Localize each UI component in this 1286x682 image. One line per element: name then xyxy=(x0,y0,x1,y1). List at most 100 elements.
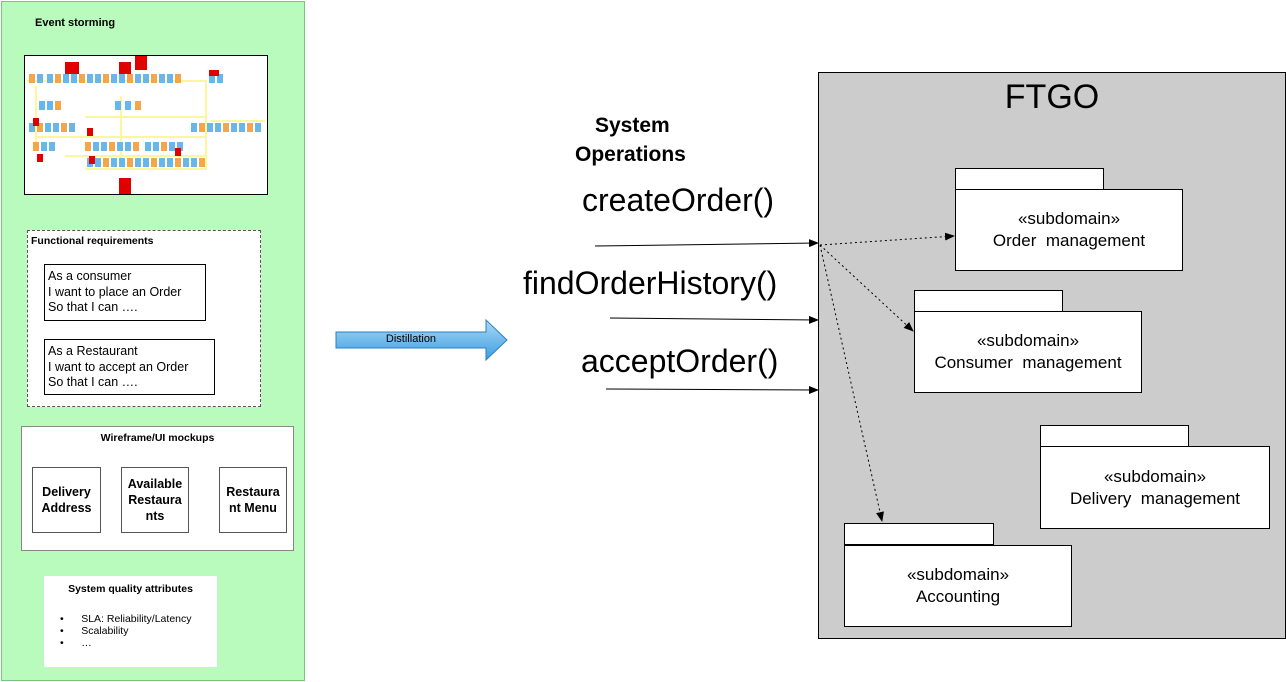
hotspot-sticky xyxy=(175,148,181,156)
event-sticky xyxy=(191,158,197,167)
hotspot-sticky xyxy=(89,156,95,164)
event-sticky xyxy=(55,101,61,110)
quality-attributes-box xyxy=(44,576,217,667)
subdomain-stereotype: «subdomain» xyxy=(1103,466,1207,486)
event-sticky xyxy=(247,123,253,132)
event-storming-board xyxy=(24,55,268,195)
event-sticky xyxy=(151,158,157,167)
event-sticky xyxy=(41,142,47,151)
flow-line xyxy=(35,86,37,146)
event-sticky xyxy=(119,158,125,167)
event-sticky xyxy=(255,123,261,132)
event-sticky xyxy=(37,123,43,132)
event-sticky xyxy=(109,142,115,151)
event-storming-stickies xyxy=(27,56,265,194)
story-line: So that I can …. xyxy=(48,375,138,389)
event-sticky xyxy=(87,74,93,83)
hotspot-sticky xyxy=(37,154,43,162)
event-sticky xyxy=(49,142,55,151)
event-sticky xyxy=(135,158,141,167)
event-sticky xyxy=(151,74,157,83)
mockup-available-restaurants: Available Restaura nts xyxy=(121,467,189,533)
hotspot-sticky xyxy=(209,70,219,76)
mockup-restaurant-menu: Restaura nt Menu xyxy=(219,467,287,533)
event-sticky xyxy=(69,123,75,132)
event-sticky xyxy=(71,74,77,83)
subdomain-name: Accounting xyxy=(915,587,1001,606)
story-line: As a Restaurant xyxy=(48,344,138,358)
story-line: I want to place an Order xyxy=(48,284,182,299)
event-sticky xyxy=(191,123,197,132)
event-sticky xyxy=(239,123,245,132)
event-sticky xyxy=(115,101,121,110)
event-sticky xyxy=(135,101,141,110)
event-sticky xyxy=(175,158,181,167)
subdomain-accounting: «subdomain» Accounting xyxy=(844,545,1072,627)
mockup-line: nts xyxy=(145,509,165,523)
event-sticky xyxy=(101,142,107,151)
event-sticky xyxy=(29,74,35,83)
flow-line xyxy=(120,96,122,166)
event-sticky xyxy=(207,123,213,132)
wireframe-title: Wireframe/UI mockups xyxy=(100,432,215,444)
event-sticky xyxy=(199,158,205,167)
event-sticky xyxy=(103,158,109,167)
functional-requirements-title: Functional requirements xyxy=(31,235,154,247)
flow-line xyxy=(85,168,205,170)
event-sticky xyxy=(135,74,141,83)
event-sticky xyxy=(209,74,215,83)
subdomain-stereotype: «subdomain» xyxy=(1017,209,1121,228)
operation-arrow-create-order xyxy=(594,239,819,248)
distillation-arrow xyxy=(335,318,508,362)
hotspot-sticky xyxy=(87,128,93,136)
event-sticky xyxy=(127,74,133,83)
event-sticky xyxy=(145,142,151,151)
hotspot-sticky xyxy=(119,62,131,74)
package-tab xyxy=(1040,425,1189,447)
subdomain-name: Order management xyxy=(992,231,1146,250)
event-sticky xyxy=(231,123,237,132)
subdomain-name: Consumer management xyxy=(934,353,1122,372)
quality-attributes-title: System quality attributes xyxy=(68,583,193,595)
event-sticky xyxy=(117,142,123,151)
event-sticky xyxy=(159,158,165,167)
event-sticky xyxy=(45,123,51,132)
ftgo-title: FTGO xyxy=(1004,78,1100,116)
mockup-line: Restaura xyxy=(128,493,182,507)
operation-accept-order: acceptOrder() xyxy=(581,343,779,379)
user-story-restaurant: As a Restaurant I want to accept an Orde… xyxy=(44,339,215,395)
event-sticky xyxy=(119,74,125,83)
hotspot-sticky xyxy=(33,118,39,126)
event-sticky xyxy=(95,158,101,167)
package-tab xyxy=(844,523,994,545)
event-sticky xyxy=(111,158,117,167)
story-line: So that I can …. xyxy=(48,300,138,314)
mockup-line: Available xyxy=(127,477,183,491)
event-sticky xyxy=(103,74,109,83)
hotspot-sticky xyxy=(65,62,79,74)
mockup-line: Restaura xyxy=(226,485,280,499)
event-sticky xyxy=(125,142,131,151)
subdomain-stereotype: «subdomain» xyxy=(906,565,1010,584)
mockup-delivery-address: Delivery Address xyxy=(32,467,101,533)
quality-item: • Scalability xyxy=(60,625,129,637)
subdomain-stereotype: «subdomain» xyxy=(976,331,1080,350)
operation-create-order: createOrder() xyxy=(582,182,775,218)
event-sticky xyxy=(39,101,45,110)
subdomain-name: Delivery management xyxy=(1069,488,1241,508)
mockup-line: Delivery xyxy=(42,485,91,499)
operation-find-order-history: findOrderHistory() xyxy=(523,265,778,301)
event-sticky xyxy=(37,74,43,83)
event-sticky xyxy=(215,123,221,132)
event-sticky xyxy=(29,123,35,132)
flow-line xyxy=(205,80,207,170)
operation-arrow-find-order-history xyxy=(609,315,819,324)
flow-line xyxy=(85,116,205,118)
quality-item: • … xyxy=(60,637,92,649)
distillation-label: Distillation xyxy=(385,333,437,345)
event-sticky xyxy=(55,74,61,83)
event-sticky xyxy=(47,101,53,110)
event-sticky xyxy=(133,142,139,151)
mockup-line: Address xyxy=(41,501,92,515)
flow-line xyxy=(210,120,265,122)
